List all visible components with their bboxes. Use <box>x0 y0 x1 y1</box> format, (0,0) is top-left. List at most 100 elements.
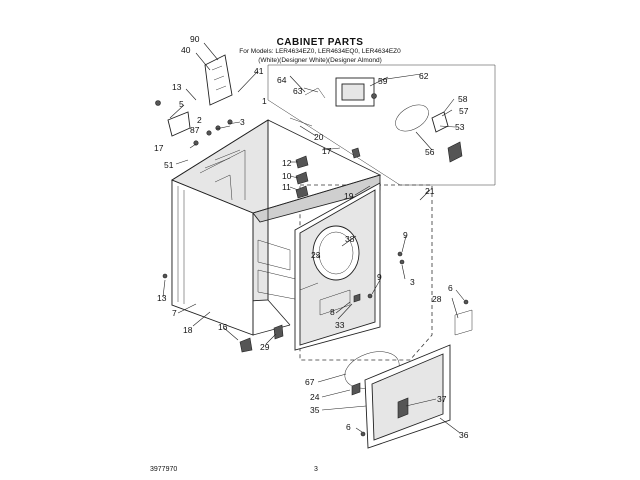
model-list: For Models: LER4634EZ0, LER4634EQ0, LER4… <box>239 48 401 55</box>
screw <box>360 431 366 437</box>
callout-16: 16 <box>218 322 228 332</box>
drive-belt <box>395 104 429 132</box>
callout-13: 13 <box>172 82 182 92</box>
top-panel-parts <box>162 117 469 437</box>
door-assembly <box>344 309 473 449</box>
callout-53: 53 <box>455 122 465 132</box>
screw <box>463 299 469 305</box>
callout-19: 19 <box>344 191 354 201</box>
callout-7: 7 <box>172 308 177 318</box>
callout-12: 12 <box>282 158 292 168</box>
callout-17: 17 <box>322 146 332 156</box>
screw <box>227 119 233 125</box>
callout-17: 17 <box>154 143 164 153</box>
callout-21: 21 <box>425 186 435 196</box>
callout-33: 33 <box>335 320 345 330</box>
callout-5: 5 <box>179 99 184 109</box>
callout-10: 10 <box>282 171 292 181</box>
door-inner-panel <box>371 353 444 441</box>
callout-64: 64 <box>277 75 287 85</box>
callout-67: 67 <box>305 377 315 387</box>
cabinet-left-flange <box>177 186 185 304</box>
callout-9: 9 <box>403 230 408 240</box>
front-panel <box>294 182 381 351</box>
wire-harness <box>304 87 326 99</box>
part-number: 3977970 <box>150 466 178 473</box>
screw <box>367 293 373 299</box>
callout-90: 90 <box>190 34 200 44</box>
callout-18: 18 <box>183 325 193 335</box>
door-catch <box>273 324 284 340</box>
cabinet-top-outline <box>171 119 382 214</box>
front-panel-door-opening <box>312 225 360 281</box>
color-variants: (White)(Designer White)(Designer Almond) <box>258 57 382 64</box>
lead-wire <box>289 117 313 127</box>
callout-2: 2 <box>197 115 202 125</box>
callout-28: 28 <box>432 294 442 304</box>
callout-37: 37 <box>437 394 447 404</box>
callout-41: 41 <box>254 66 264 76</box>
clip <box>295 185 309 199</box>
screw <box>155 100 161 106</box>
callout-57: 57 <box>459 106 469 116</box>
inset-parts <box>304 77 463 163</box>
idler-bracket <box>431 111 449 133</box>
callout-38: 38 <box>345 234 355 244</box>
leader-lines <box>162 42 465 434</box>
page-number: 3 <box>314 466 318 473</box>
door-hinge <box>351 382 361 396</box>
callout-20: 20 <box>314 132 324 142</box>
callout-51: 51 <box>164 160 174 170</box>
front-panel-strip <box>299 282 319 291</box>
callout-labels: 90 40 13 5 41 1 2 3 87 17 51 64 63 59 62… <box>154 34 469 440</box>
callout-40: 40 <box>181 45 191 55</box>
callout-87: 87 <box>190 125 200 135</box>
mounting-clip <box>167 111 191 137</box>
callout-29: 29 <box>260 342 270 352</box>
callout-3: 3 <box>410 277 415 287</box>
front-panel-lower-bracket <box>319 289 351 316</box>
page-title: CABINET PARTS <box>276 37 364 48</box>
callout-13: 13 <box>157 293 167 303</box>
rear-bracket-slots <box>211 65 227 91</box>
callout-24: 24 <box>310 392 320 402</box>
callout-8: 8 <box>330 307 335 317</box>
screw <box>206 130 212 136</box>
leveling-leg <box>239 337 253 353</box>
idler-pulley <box>447 141 463 163</box>
callout-23: 23 <box>311 250 321 260</box>
front-panel-door-ring <box>318 231 354 275</box>
callout-59: 59 <box>378 76 388 86</box>
callout-1: 1 <box>262 96 267 106</box>
callout-62: 62 <box>419 71 429 81</box>
screw <box>397 251 403 257</box>
door-strike <box>397 397 409 419</box>
screw <box>193 140 199 146</box>
clip <box>295 171 309 185</box>
cabinet-floor-part <box>257 239 291 271</box>
callout-6: 6 <box>448 283 453 293</box>
callout-63: 63 <box>293 86 303 96</box>
screw <box>162 273 168 279</box>
rear-bracket <box>204 54 233 106</box>
callout-6: 6 <box>346 422 351 432</box>
callout-11: 11 <box>282 182 291 192</box>
inset-box-outline <box>267 64 496 186</box>
callout-3: 3 <box>240 117 245 127</box>
callout-58: 58 <box>458 94 468 104</box>
cabinet-interior-brace <box>199 149 246 201</box>
top-left-parts <box>155 54 233 146</box>
screw <box>399 259 405 265</box>
callout-36: 36 <box>459 430 469 440</box>
callout-56: 56 <box>425 147 435 157</box>
door-hinge-bracket <box>454 309 473 336</box>
screw <box>371 93 377 99</box>
cabinet-back-edge <box>267 120 291 326</box>
cabinet-spring <box>351 147 361 159</box>
clip <box>295 155 309 169</box>
cabinet-rear-slots <box>204 149 241 169</box>
door-switch <box>353 293 361 303</box>
motor-switch <box>341 83 365 101</box>
callout-9: 9 <box>377 272 382 282</box>
